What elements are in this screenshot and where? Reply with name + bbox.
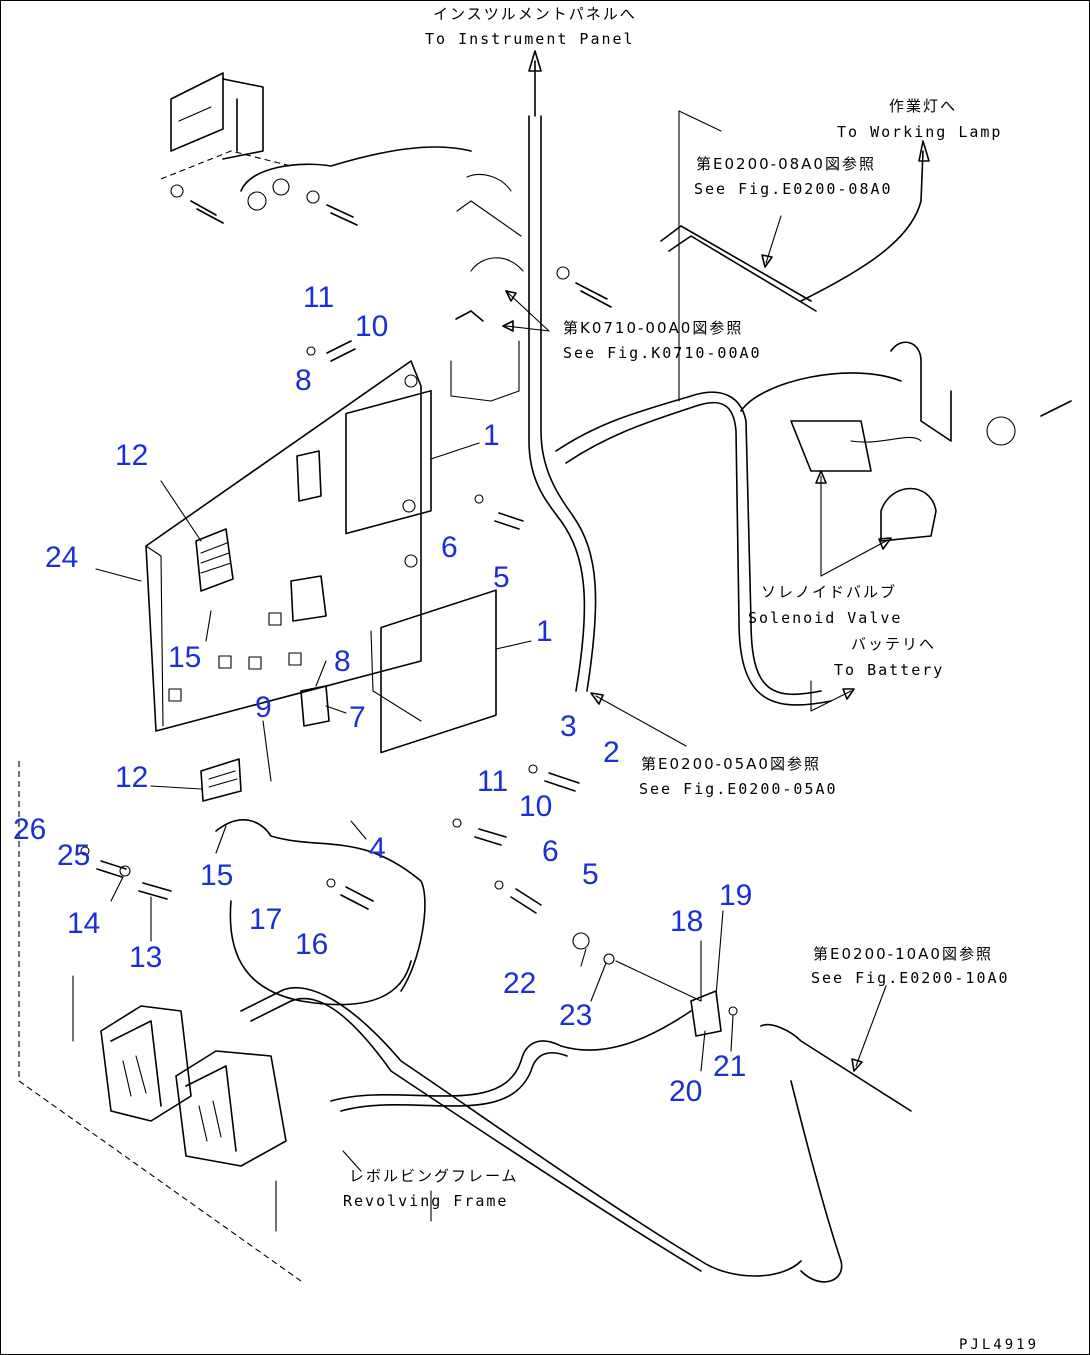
note-frame-en: Revolving Frame	[343, 1192, 508, 1210]
callout-8: 8	[295, 364, 312, 397]
callout-21: 21	[713, 1050, 746, 1083]
callout-5: 5	[493, 561, 510, 594]
callout-4: 4	[369, 832, 386, 865]
callout-20: 20	[669, 1075, 702, 1108]
callout-7: 7	[349, 701, 366, 734]
lower-cables	[200, 758, 912, 1283]
callout-17: 17	[249, 903, 282, 936]
callout-6: 6	[441, 531, 458, 564]
leader-lines	[95, 215, 892, 1172]
callout-3: 3	[560, 710, 577, 743]
callout-16: 16	[295, 928, 328, 961]
callout-25: 25	[57, 839, 90, 872]
note-fig-e0200-10a0-en: See Fig.E0200-10A0	[811, 969, 1010, 987]
fasteners	[80, 340, 738, 1016]
callout-6: 6	[542, 835, 559, 868]
note-fig-k0710-jp: 第K0710-00A0図参照	[563, 319, 743, 337]
note-battery-en: To Battery	[834, 661, 944, 679]
harness-to-solenoid	[555, 341, 1072, 706]
callout-18: 18	[670, 905, 703, 938]
callout-12: 12	[115, 439, 148, 472]
callout-5: 5	[582, 858, 599, 891]
callout-10: 10	[355, 310, 388, 343]
note-instrument-jp: インスツルメントパネルへ	[433, 5, 637, 23]
notes: インスツルメントパネルへ To Instrument Panel 作業灯へ To…	[343, 5, 1039, 1353]
note-fig-e0200-08a0-jp: 第E0200-08A0図参照	[696, 155, 876, 173]
callout-12: 12	[115, 761, 148, 794]
callout-15: 15	[168, 641, 201, 674]
callout-1: 1	[536, 615, 553, 648]
control-panel-plate	[145, 360, 497, 754]
callout-9: 9	[255, 691, 272, 724]
note-instrument-en: To Instrument Panel	[425, 30, 635, 48]
callout-1: 1	[483, 419, 500, 452]
callout-24: 24	[45, 541, 78, 574]
drawing-code: PJL4919	[959, 1337, 1039, 1353]
note-frame-jp: レボルビングフレーム	[349, 1167, 519, 1185]
note-fig-e0200-05a0-jp: 第E0200-05A0図参照	[641, 755, 821, 773]
callout-19: 19	[719, 879, 752, 912]
working-lamp-reference	[660, 110, 930, 402]
note-fig-k0710-en: See Fig.K0710-00A0	[563, 344, 762, 362]
note-fig-e0200-10a0-jp: 第E0200-10A0図参照	[813, 945, 993, 963]
callout-10: 10	[519, 790, 552, 823]
callout-11: 11	[477, 765, 508, 798]
working-lamps	[18, 761, 432, 1282]
callout-14: 14	[67, 907, 100, 940]
harness-to-instrument-panel	[450, 50, 612, 692]
note-battery-jp: バッテリへ	[851, 635, 936, 653]
note-fig-e0200-08a0-en: See Fig.E0200-08A0	[694, 180, 893, 198]
top-bracket-assembly	[160, 72, 472, 226]
callouts: 11 10 8 1 12 24 6 5 1 15 8 9 7 3 2 12 11…	[13, 281, 752, 1108]
note-working-en: To Working Lamp	[837, 123, 1002, 141]
callout-11: 11	[303, 281, 334, 314]
note-solenoid-jp: ソレノイドバルブ	[761, 583, 897, 601]
note-fig-e0200-05a0-en: See Fig.E0200-05A0	[639, 780, 838, 798]
note-solenoid-en: Solenoid Valve	[748, 609, 902, 627]
callout-2: 2	[603, 736, 620, 769]
callout-22: 22	[503, 967, 536, 1000]
callout-13: 13	[129, 941, 162, 974]
note-working-jp: 作業灯へ	[889, 97, 957, 115]
callout-26: 26	[13, 813, 46, 846]
callout-15: 15	[200, 859, 233, 892]
callout-8: 8	[334, 645, 351, 678]
callout-23: 23	[559, 999, 592, 1032]
